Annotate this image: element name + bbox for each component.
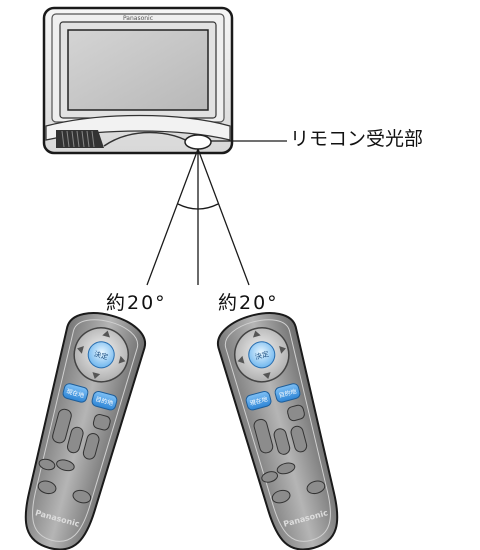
device-screen xyxy=(67,29,209,111)
device-brand-text: Panasonic xyxy=(123,15,153,22)
remote-control-right: 決定 現在地 目的地 Panasonic xyxy=(211,304,354,550)
remote-left-center-button: 決定 xyxy=(93,349,109,361)
remote-receiver-sensor xyxy=(184,134,212,150)
receiver-label: リモコン受光部 xyxy=(290,128,424,150)
reception-angle-lines xyxy=(146,148,250,286)
remote-control-left: 決定 現在地 目的地 Panasonic xyxy=(9,304,152,550)
angle-label-right: 約20° xyxy=(218,292,279,314)
navigation-unit: Panasonic xyxy=(42,6,234,155)
remote-right-center-button: 決定 xyxy=(254,349,270,361)
angle-label-left: 約20° xyxy=(106,292,167,314)
